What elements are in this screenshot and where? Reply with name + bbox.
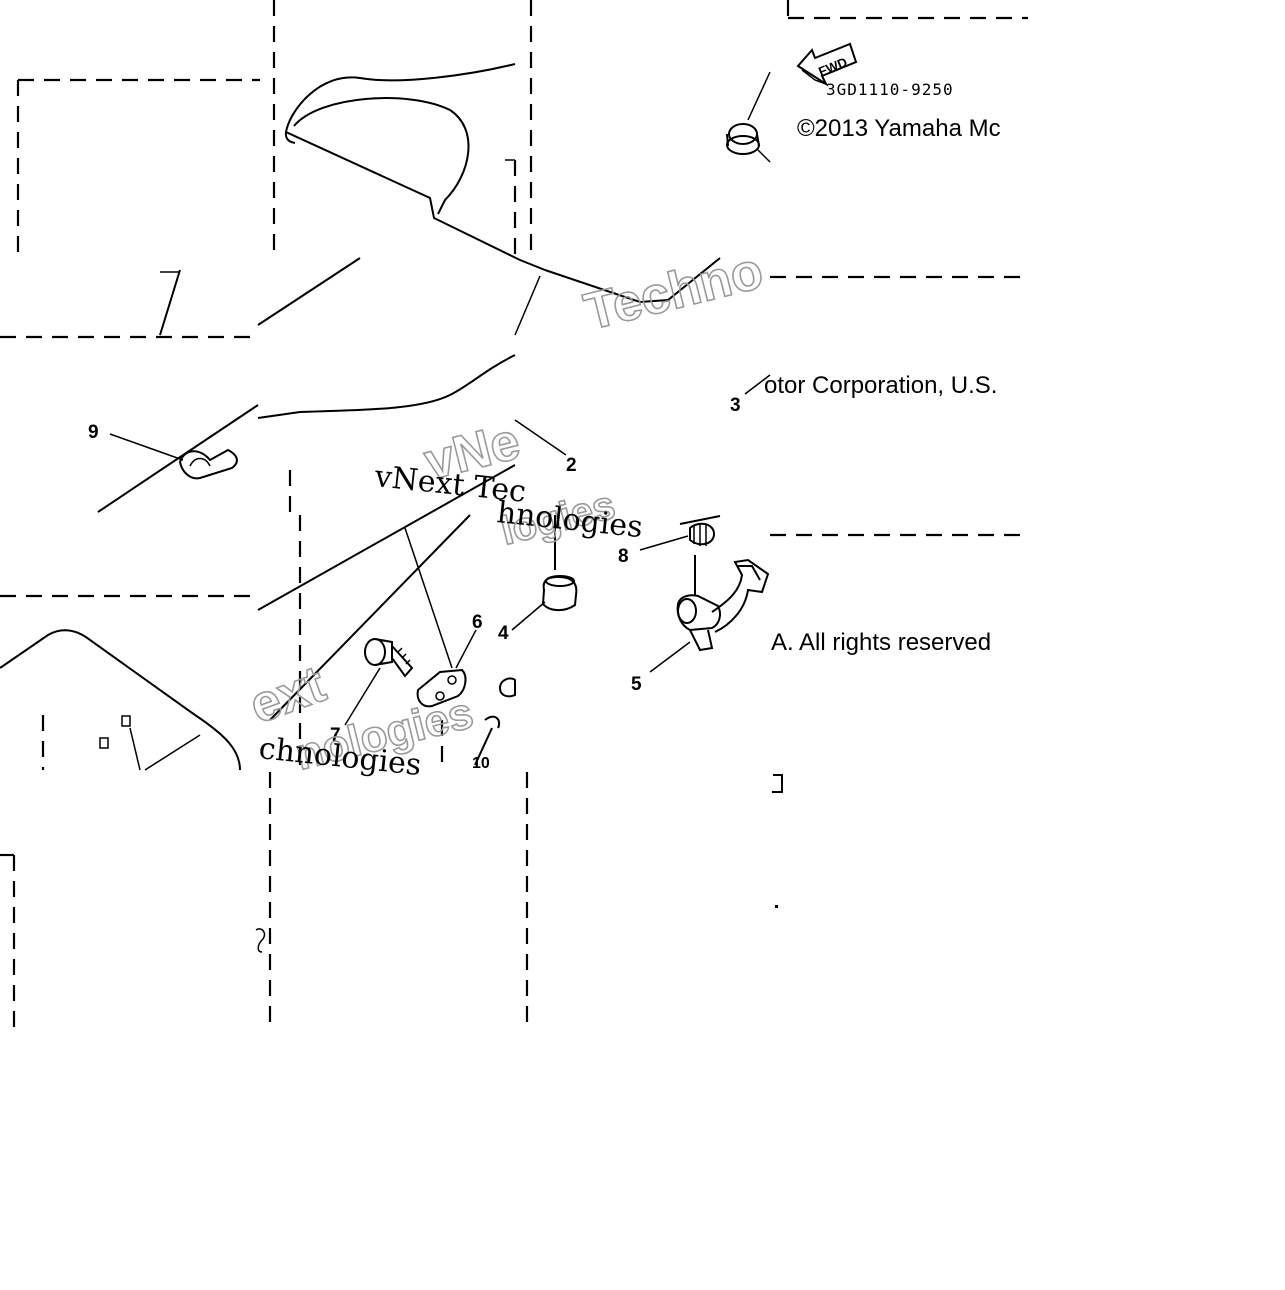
callout-2: 2 — [566, 455, 577, 476]
callout-7: 7 — [330, 725, 341, 746]
callout-6: 6 — [472, 612, 483, 633]
section-boundaries — [0, 0, 1028, 1028]
leader-lines — [109, 374, 771, 726]
part-8-spring — [679, 515, 721, 546]
tile-fragments — [255, 774, 783, 953]
callout-10: 10 — [472, 755, 490, 772]
part-number: 3GD1110-9250 — [826, 80, 954, 99]
copyright-line-2: otor Corporation, U.S. — [764, 372, 997, 399]
copyright-line-3: A. All rights reserved — [771, 629, 991, 656]
part-5-lock-lever — [676, 555, 770, 652]
part-7-bolt — [364, 638, 414, 678]
part-10-circlip — [474, 715, 501, 766]
part-9-clip — [178, 448, 238, 480]
watermark-outline-1: Techno — [579, 242, 769, 342]
fwd-arrow-icon: FWD — [796, 42, 858, 87]
part-6-bracket — [404, 527, 467, 708]
copyright-line-1: ©2013 Yamaha Mc — [797, 115, 1001, 142]
callout-9: 9 — [88, 422, 99, 443]
callout-5: 5 — [631, 674, 642, 695]
callout-numbers: 9 2 3 4 5 6 7 8 10 — [88, 395, 741, 772]
callout-8: 8 — [618, 546, 629, 567]
callout-4: 4 — [498, 623, 509, 644]
callout-3: 3 — [730, 395, 741, 416]
seat-cover-outline — [0, 63, 721, 771]
part-4-damper — [498, 515, 578, 698]
watermark-outline-4: ext — [242, 655, 332, 735]
part-3-grommet — [726, 71, 771, 163]
watermark: Techno vNe logies ext nologies vNext Tec… — [241, 241, 769, 783]
